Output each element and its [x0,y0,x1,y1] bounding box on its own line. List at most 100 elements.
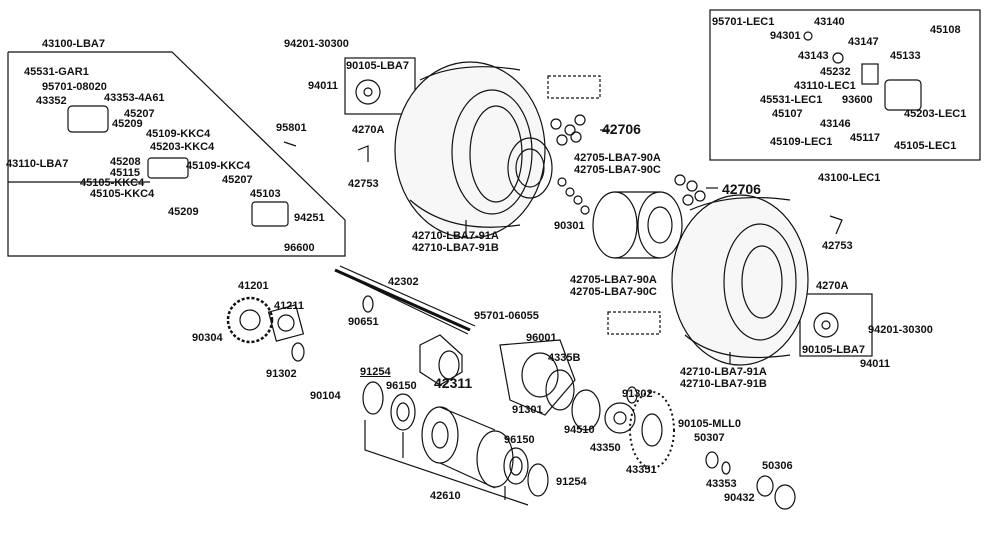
label-91254-a: 91254 [360,366,391,378]
label-43147: 43147 [848,36,879,48]
label-41211: 41211 [274,300,304,312]
label-42710-91b-a: 42710-LBA7-91B [412,242,499,254]
label-93600: 93600 [842,94,873,106]
label-43110-lec1: 43110-LEC1 [794,80,856,92]
wheel-hub-top [355,79,381,105]
label-45209: 45209 [112,118,143,130]
label-45203-kkc4: 45203-KKC4 [150,141,215,153]
brake-hub [604,402,636,434]
label-42706-b: 42706 [722,181,761,197]
label-90651: 90651 [348,316,379,328]
label-94011-b: 94011 [860,358,890,370]
label-95701-lec1: 95701-LEC1 [712,16,775,28]
label-45531-gar1: 45531-GAR1 [24,66,89,78]
label-43352: 43352 [36,95,67,107]
label-45208: 45208 [110,156,141,168]
label-43353: 43353 [706,478,737,490]
hub-box-top [344,57,416,115]
seal-91254-left [362,381,384,415]
caliper-left [67,105,289,227]
label-4270a-a: 4270A [352,124,385,136]
right-brake-group-frame [709,9,981,161]
label-42610: 42610 [430,490,461,502]
label-96150-b: 96150 [504,434,535,446]
label-45115: 45115 [110,167,140,179]
label-45207-b: 45207 [222,174,253,186]
label-45117: 45117 [850,132,880,144]
label-43110-lba7: 43110-LBA7 [6,158,69,170]
seal-91254-right [527,463,549,497]
label-42710-91b-b: 42710-LBA7-91B [680,378,767,390]
bearing-96150-right [503,447,529,485]
label-42302: 42302 [388,276,419,288]
label-42753-a: 42753 [348,178,379,190]
label-45105-kkc4-b: 45105-KKC4 [90,188,155,200]
spacer-tube [419,334,463,386]
label-43140: 43140 [814,16,845,28]
label-91302-b: 91302 [622,388,653,400]
label-91254-b: 91254 [556,476,587,488]
label-94201-30300-a: 94201-30300 [284,38,349,50]
label-43351: 43351 [626,464,657,476]
sprocket-hub [267,304,305,342]
wheel-hub-bottom [813,312,839,338]
brake-disc [629,391,675,469]
label-42705-90c-b: 42705-LBA7-90C [570,286,657,298]
label-90105-lba7-a: 90105-LBA7 [346,60,409,72]
seal [571,389,601,431]
label-95701-08020: 95701-08020 [42,81,107,93]
label-42705-90a-b: 42705-LBA7-90A [570,274,657,286]
label-95801: 95801 [276,122,307,134]
label-45232: 45232 [820,66,851,78]
label-50306: 50306 [762,460,793,472]
label-45109-lec1: 45109-LEC1 [770,136,833,148]
label-42705-90a-a: 42705-LBA7-90A [574,152,661,164]
label-43353-4a61: 43353-4A61 [104,92,165,104]
bearing-carrier [421,406,514,489]
label-90105-lba7-b: 90105-LBA7 [802,344,865,356]
label-42705-90c-a: 42705-LBA7-90C [574,164,661,176]
lug-nuts-lower [674,174,706,206]
label-45105-lec1: 45105-LEC1 [894,140,957,152]
label-96001: 96001 [526,332,557,344]
lug-nuts-upper [550,114,586,146]
hub-box-bottom [799,293,873,357]
label-45109-kkc4: 45109-KKC4 [146,128,211,140]
label-96150-a: 96150 [386,380,417,392]
label-45207: 45207 [124,108,155,120]
label-90301: 90301 [554,220,585,232]
bearing-96150-left [390,393,416,431]
axle-shaft [334,265,476,335]
rim-right [592,191,683,259]
label-45103: 45103 [250,188,281,200]
label-45109-kkc4-b: 45109-KKC4 [186,160,251,172]
label-45108: 45108 [930,24,961,36]
label-94251: 94251 [294,212,325,224]
label-45105-kkc4-a: 45105-KKC4 [80,177,145,189]
label-94510: 94510 [564,424,595,436]
label-42706-a: 42706 [602,121,641,137]
label-94011-a: 94011 [308,80,338,92]
o-ring [545,369,575,411]
label-4270a-b: 4270A [816,280,849,292]
label-42710-91a-a: 42710-LBA7-91A [412,230,499,242]
right-tire [671,194,809,366]
label-42311: 42311 [434,375,473,391]
label-45531-lec1: 45531-LEC1 [760,94,823,106]
label-43100-lec1: 43100-LEC1 [818,172,881,184]
label-45203-lec1: 45203-LEC1 [904,108,967,120]
left-tire [394,61,553,239]
label-42753-b: 42753 [822,240,853,252]
label-4335b: 4335B [548,352,581,364]
label-50307: 50307 [694,432,725,444]
bearing-housing [499,339,576,416]
label-41201: 41201 [238,280,269,292]
caliper-right [803,31,922,111]
label-45107: 45107 [772,108,803,120]
label-90304: 90304 [192,332,223,344]
label-43100-lba7: 43100-LBA7 [42,38,105,50]
label-43143: 43143 [798,50,829,62]
label-90105-mll0: 90105-MLL0 [678,418,741,430]
